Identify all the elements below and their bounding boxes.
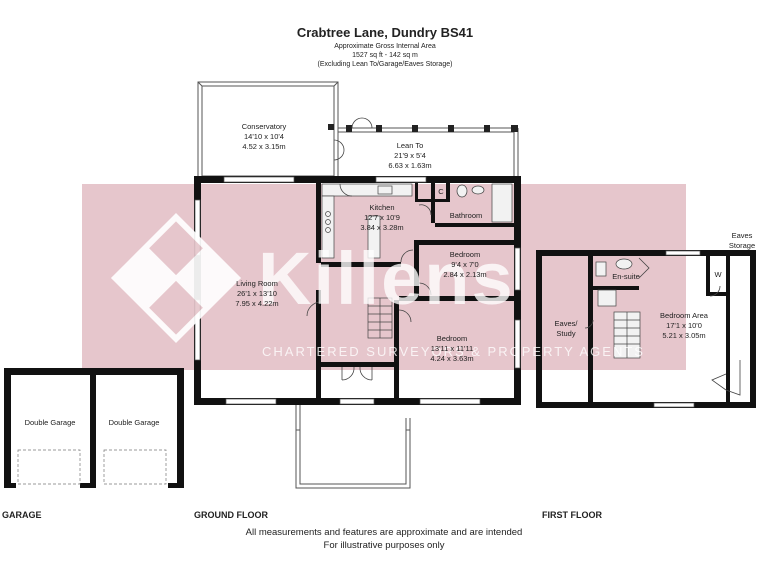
lean-to-name: Lean To <box>397 141 424 150</box>
living-room-name: Living Room <box>236 279 278 288</box>
garage-right-name: Double Garage <box>109 418 160 427</box>
kitchen-name: Kitchen <box>369 203 394 212</box>
en-suite-name: En-suite <box>612 272 640 281</box>
bedroom-small-imperial: 9'4 x 7'0 <box>451 260 478 269</box>
watermark-tagline: CHARTERED SURVEYORS & PROPERTY AGENTS <box>262 344 645 359</box>
header: Crabtree Lane, Dundry BS41 Approximate G… <box>297 25 473 68</box>
area-exclusion: (Excluding Lean To/Garage/Eaves Storage) <box>318 61 453 68</box>
lean-to-metric: 6.63 x 1.63m <box>388 161 431 170</box>
bedroom-main-name: Bedroom <box>437 334 467 343</box>
floor-labels: GARAGE GROUND FLOOR FIRST FLOOR <box>2 510 602 520</box>
bathroom-name: Bathroom <box>450 211 483 220</box>
bedroom-small-name: Bedroom <box>450 250 480 259</box>
eaves-storage-line2: Storage <box>729 241 755 250</box>
eaves-study-line1: Eaves/ <box>555 319 579 328</box>
conservatory-metric: 4.52 x 3.15m <box>242 142 285 151</box>
eaves-storage-line1: Eaves <box>732 231 753 240</box>
conservatory-imperial: 14'10 x 10'4 <box>244 132 284 141</box>
kitchen-imperial: 12'7 x 10'9 <box>364 213 400 222</box>
floor-label-ground: GROUND FLOOR <box>194 510 268 520</box>
page-title: Crabtree Lane, Dundry BS41 <box>297 25 473 40</box>
garage-plan <box>4 368 184 488</box>
bedroom-main-metric: 4.24 x 3.63m <box>430 354 473 363</box>
bedroom-area-name: Bedroom Area <box>660 311 709 320</box>
ground-floor-plan <box>194 81 521 489</box>
area-label: Approximate Gross Internal Area <box>334 43 436 50</box>
lean-to-imperial: 21'9 x 5'4 <box>394 151 426 160</box>
bedroom-area-metric: 5.21 x 3.05m <box>662 331 705 340</box>
cupboard-label: C <box>438 187 444 196</box>
bedroom-small-metric: 2.84 x 2.13m <box>443 270 486 279</box>
bedroom-area-imperial: 17'1 x 10'0 <box>666 321 702 330</box>
footer: All measurements and features are approx… <box>246 527 523 551</box>
kitchen-metric: 3.84 x 3.28m <box>360 223 403 232</box>
living-room-imperial: 26'1 x 13'10 <box>237 289 277 298</box>
conservatory-name: Conservatory <box>242 122 287 131</box>
eaves-study-line2: Study <box>556 329 575 338</box>
disclaimer-line1: All measurements and features are approx… <box>246 527 523 538</box>
floor-label-first: FIRST FLOOR <box>542 510 602 520</box>
wardrobe-label: W <box>714 270 722 279</box>
garage-left-name: Double Garage <box>25 418 76 427</box>
room-labels: Conservatory 14'10 x 10'4 4.52 x 3.15m L… <box>25 122 756 427</box>
bedroom-main-imperial: 13'11 x 11'11 <box>431 344 473 353</box>
living-room-metric: 7.95 x 4.22m <box>235 299 278 308</box>
area-value: 1527 sq ft - 142 sq m <box>352 52 418 59</box>
disclaimer-line2: For illustrative purposes only <box>324 540 445 551</box>
watermark-brand: Killens <box>258 237 515 320</box>
first-floor-plan <box>536 250 756 408</box>
floor-label-garage: GARAGE <box>2 510 42 520</box>
